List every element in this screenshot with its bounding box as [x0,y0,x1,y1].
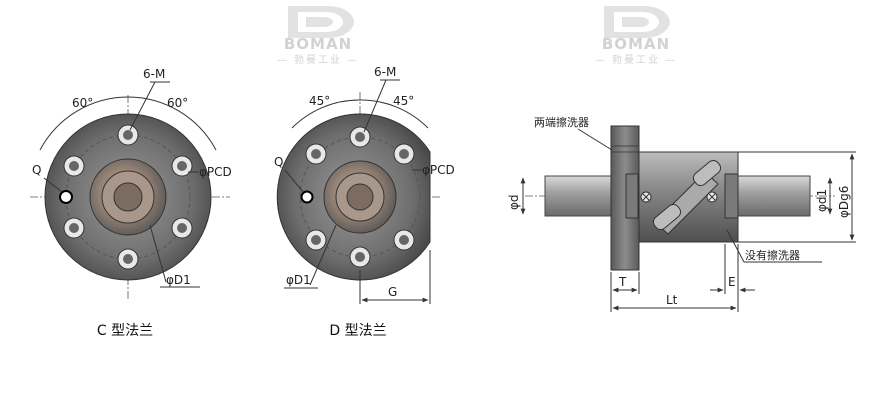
wiper-both-leader [577,128,613,151]
lt-label: Lt [666,293,678,307]
c-q-label: Q [32,163,41,177]
d-bolt-holes [305,126,415,268]
d-holes-label: 6-M [374,65,396,79]
c-bore [113,182,143,212]
c-angle-right-label: 60° [167,96,188,110]
c-angle-arc-right [127,96,217,151]
boman-logo-icon [604,6,670,38]
d1-label: φd1 [815,189,829,212]
c-angle-left-label: 60° [72,96,93,110]
return-cap-lower [652,203,682,231]
shaft-right [737,175,811,217]
c-flange-caption: C 型法兰 [97,323,153,339]
d-flange-view: 45° 45° 6-M Q φPCD φD1 G D 型法兰 [274,65,455,339]
watermark-tagline: — 勃曼工业 — [595,53,677,66]
c-angle-arc-left [39,96,129,151]
watermark-right: BOMAN — 勃曼工业 — [595,6,677,66]
d-label: φd [507,194,521,210]
screw-left-icon [640,191,652,203]
watermark-brand: BOMAN [284,35,352,53]
watermark-tagline: — 勃曼工业 — [277,53,359,66]
watermark-left: BOMAN — 勃曼工业 — [277,6,359,66]
d-angle-arc-right [359,99,429,129]
d-angle-right-label: 45° [393,94,414,108]
d-d1-label: φD1 [286,273,311,287]
d-angle-left-label: 45° [309,94,330,108]
c-holes-label: 6-M [143,67,165,81]
shaft-left [544,175,612,217]
d-d1-leader [309,224,337,286]
wiper-both-label: 两端擦洗器 [534,115,589,129]
c-d1-leader [149,224,167,283]
d-bore [346,183,374,211]
c-q-leader [43,177,63,193]
c-pcd-label: φPCD [199,165,232,179]
t-label: T [618,275,627,289]
no-wiper-label: 没有擦洗器 [745,248,800,262]
d-flange-caption: D 型法兰 [329,323,386,339]
watermark-brand: BOMAN [602,35,670,53]
boman-logo-icon [288,6,354,38]
c-pcd-circle [65,134,191,260]
e-label: E [728,275,736,289]
c-bolt-holes [63,124,193,270]
no-wiper-leader [726,229,745,263]
c-6m-leader [129,81,156,131]
wiper-left [625,173,639,219]
side-view: 两端擦洗器 没有擦洗器 φd φd1 φDg6 T E Lt [507,115,856,312]
return-cap-upper [692,159,722,187]
d-g-label: G [388,285,397,299]
screw-right-icon [706,191,718,203]
d-q-port [300,190,314,204]
d-q-label: Q [274,155,283,169]
wiper-right [724,173,739,219]
d-angle-arc-left [291,99,361,129]
c-d1-label: φD1 [166,273,191,287]
d-pcd-label: φPCD [422,163,455,177]
c-flange-view: 60° 60° 6-M Q φPCD φD1 C 型法兰 [30,67,232,339]
d-q-leader [284,169,304,193]
dg6-label: φDg6 [837,186,851,218]
c-q-port [59,190,73,204]
d-6m-leader [363,79,387,133]
